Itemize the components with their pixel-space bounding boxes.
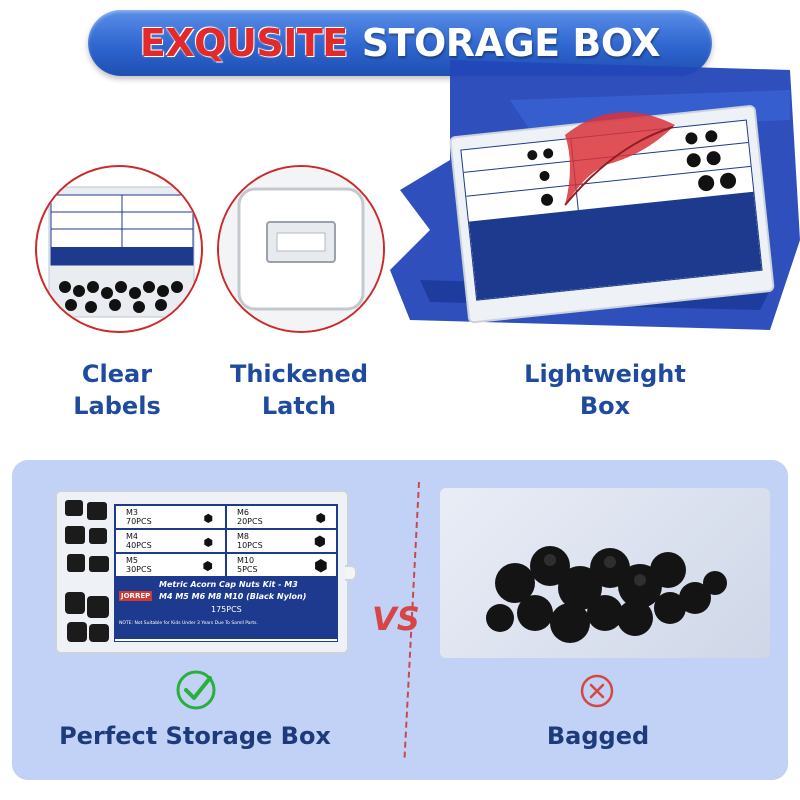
feature-clear-labels-line2: Labels — [73, 392, 161, 420]
feature-clear-labels-line1: Clear — [81, 360, 153, 388]
qty-m4: 40PCS — [126, 541, 152, 550]
size-m5: M5 — [126, 556, 138, 565]
cap-nut-icon: ⬢ — [203, 512, 213, 525]
safety-note: NOTE: Not Suitable for Kids Under 3 Year… — [119, 621, 258, 626]
qty-m6: 20PCS — [237, 517, 263, 526]
feather-icon — [564, 112, 675, 206]
size-m8: M8 — [237, 532, 249, 541]
qty-m3: 70PCS — [126, 517, 152, 526]
cap-nut-icon: ⬢ — [203, 536, 213, 549]
feature-thickened-latch-line1: Thickened — [229, 360, 369, 388]
feature-lightweight-box-line1: Lightweight — [524, 360, 686, 388]
feature-clear-labels: Clear Labels — [35, 358, 199, 422]
header-banner: EXQUSITE STORAGE BOX — [88, 10, 712, 76]
clear-labels-image — [48, 186, 195, 318]
brand-logo: JORREP — [119, 591, 153, 601]
qty-m10: 5PCS — [237, 565, 258, 574]
storage-box-image: M3 70PCS ⬢ M6 20PCS ⬢ M4 40PCS ⬢ M8 10PC… — [55, 490, 349, 654]
product-count: 175PCS — [211, 605, 242, 614]
size-m3: M3 — [126, 508, 138, 517]
title-white-text: STORAGE BOX — [361, 21, 661, 65]
cap-nut-icon: ⬢ — [202, 559, 213, 573]
product-card: M3 70PCS ⬢ M6 20PCS ⬢ M4 40PCS ⬢ M8 10PC… — [114, 504, 338, 642]
feature-lightweight-box-line2: Box — [579, 392, 631, 420]
title-red-text: EXQUSITE — [139, 21, 348, 65]
latch-image — [219, 167, 383, 331]
box-latch-tab — [345, 565, 357, 581]
size-m4: M4 — [126, 532, 138, 541]
bagged-nuts-image — [440, 488, 770, 658]
cap-nut-icon: ⬢ — [315, 511, 326, 525]
size-m10: M10 — [237, 556, 255, 565]
cap-nut-icon: ⬢ — [314, 556, 328, 575]
product-title-line2: M4 M5 M6 M8 M10 (Black Nylon) — [159, 592, 307, 601]
bagged-label: Bagged — [546, 722, 650, 750]
thickened-latch-circle — [217, 165, 385, 333]
feature-thickened-latch: Thickened Latch — [207, 358, 391, 422]
clear-labels-circle — [35, 165, 203, 333]
product-card-banner: JORREP Metric Acorn Cap Nuts Kit - M3 M4… — [115, 577, 337, 639]
perfect-storage-box-label: Perfect Storage Box — [59, 722, 331, 750]
feature-thickened-latch-line2: Latch — [261, 392, 337, 420]
feature-lightweight-box: Lightweight Box — [500, 358, 710, 422]
check-icon — [176, 670, 216, 710]
cross-icon — [580, 674, 614, 708]
product-title-line1: Metric Acorn Cap Nuts Kit - M3 — [159, 580, 298, 589]
size-m6: M6 — [237, 508, 249, 517]
qty-m8: 10PCS — [237, 541, 263, 550]
cap-nut-icon: ⬢ — [313, 534, 326, 550]
cap-nuts-left — [65, 500, 109, 642]
qty-m5: 30PCS — [126, 565, 152, 574]
vs-text: VS — [372, 600, 420, 638]
